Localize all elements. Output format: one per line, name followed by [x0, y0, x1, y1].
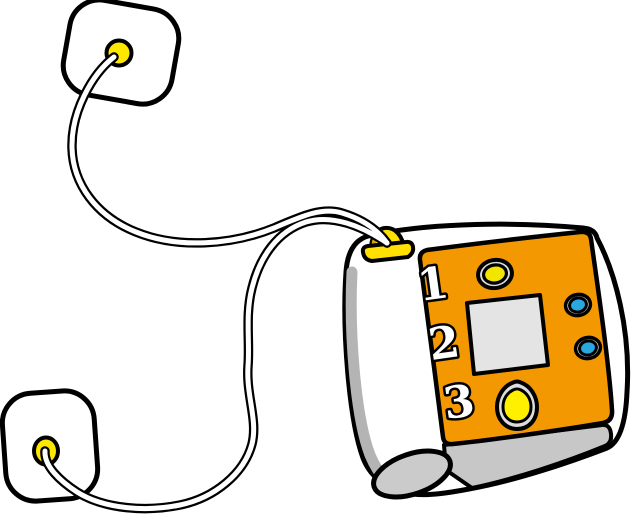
cables [40, 52, 392, 514]
aed-device: 1 2 3 [342, 221, 631, 500]
cylinder-end-cap [371, 448, 453, 500]
indicator-top-face [568, 296, 588, 314]
lower-electrode-pad [0, 388, 101, 504]
power-button [476, 257, 514, 291]
upper-cable-core [69, 54, 390, 246]
shock-button [494, 379, 540, 432]
lower-cable-core [42, 216, 390, 511]
indicator-button-bottom [573, 335, 603, 361]
shock-button-face [501, 387, 533, 424]
connector-flange [360, 239, 416, 263]
indicator-button-top [563, 292, 593, 318]
power-button-face [481, 263, 509, 285]
display-screen [465, 293, 550, 376]
upper-electrode-pad [60, 0, 182, 107]
indicator-bottom-face [578, 339, 598, 357]
